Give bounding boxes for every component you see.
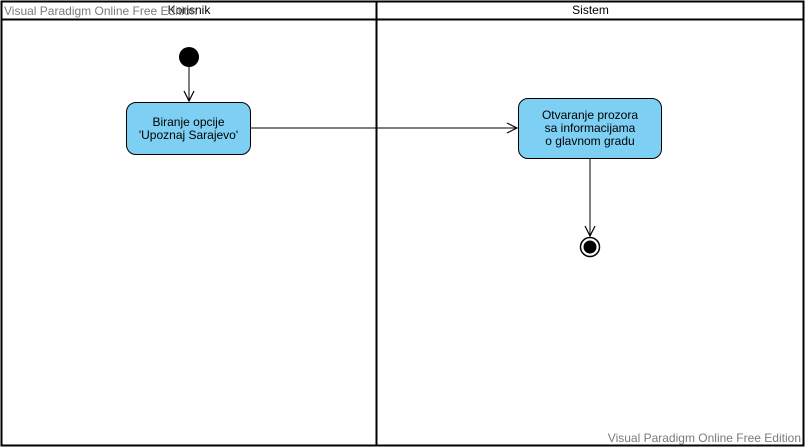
action-select-option[interactable]: Biranje opcije 'Upoznaj Sarajevo' (126, 102, 251, 155)
watermark-top: Visual Paradigm Online Free Edition (4, 4, 198, 18)
action-open-info-window[interactable]: Otvaranje prozora sa informacijama o gla… (518, 98, 662, 159)
lane-header-korisnik: Korisnik (167, 3, 211, 17)
lane-header-sistem: Sistem (572, 3, 609, 17)
watermark-bottom: Visual Paradigm Online Free Edition (607, 431, 801, 445)
initial-node[interactable] (179, 47, 199, 67)
final-node[interactable] (579, 236, 601, 258)
